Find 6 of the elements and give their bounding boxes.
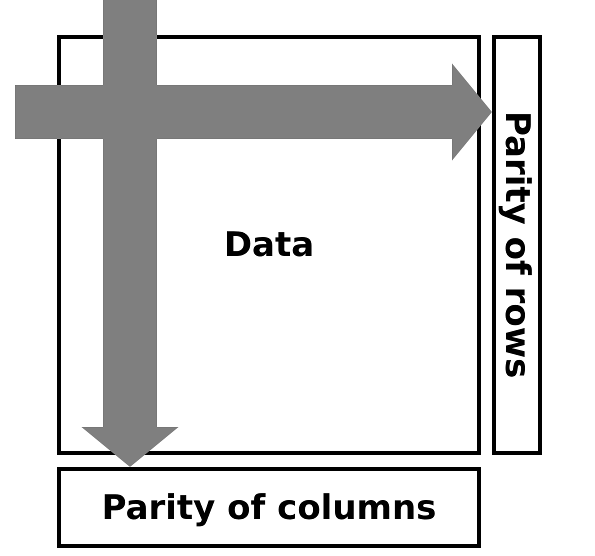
box-label: Parity of columns: [102, 488, 436, 528]
box-label: Data: [224, 225, 314, 265]
labeled-box: [57, 467, 481, 548]
labeled-box: [492, 35, 542, 455]
arrow: [81, 0, 179, 467]
box-label: Parity of rows: [497, 111, 537, 379]
